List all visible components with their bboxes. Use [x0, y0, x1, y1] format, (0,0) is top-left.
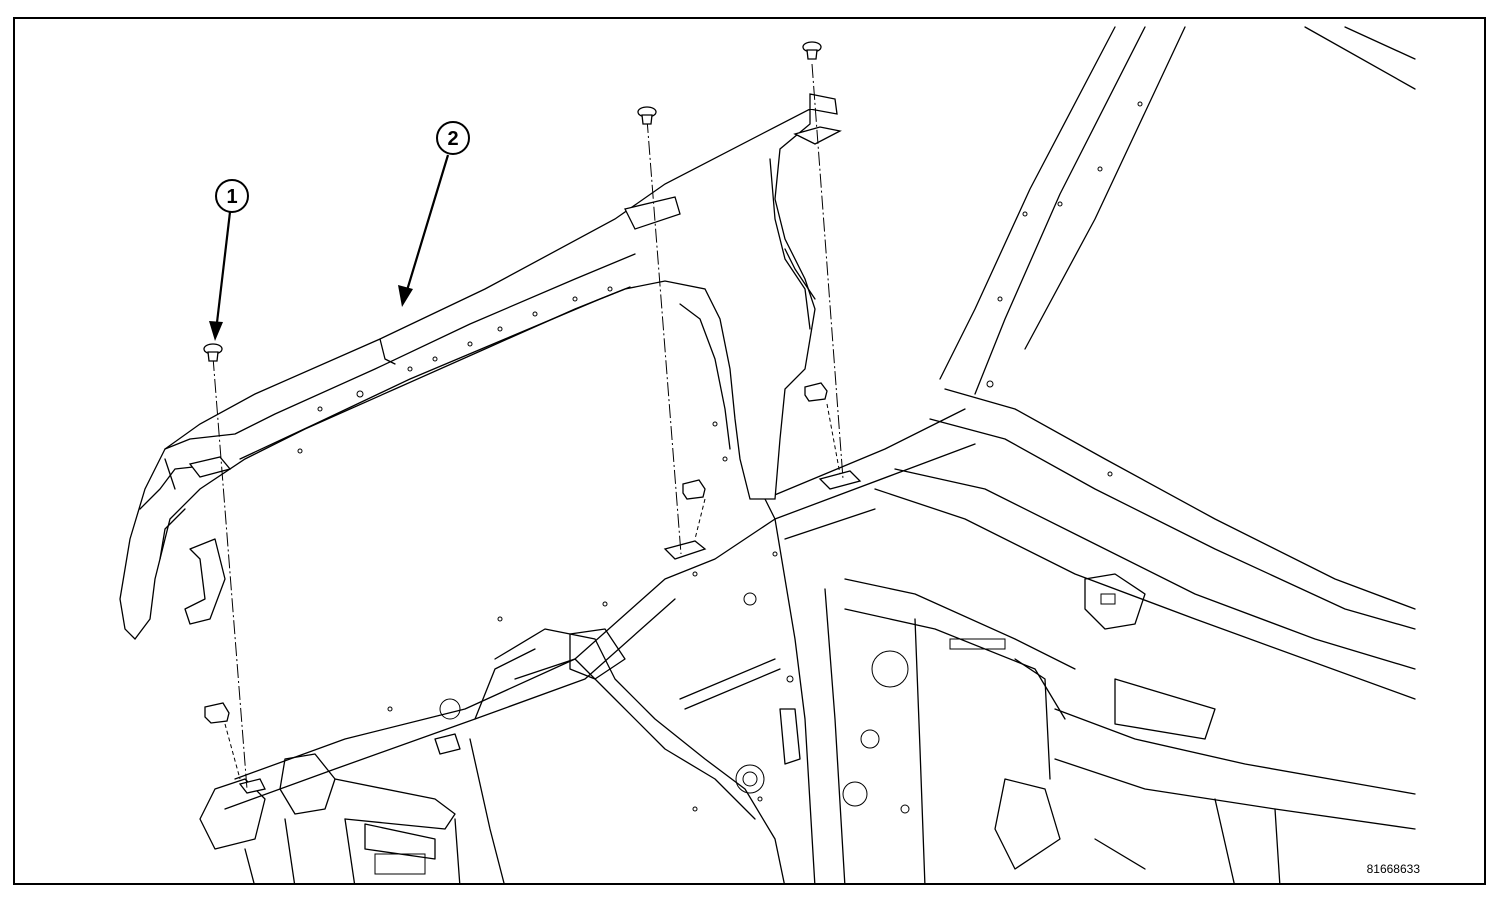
- clip-nut-1: [204, 702, 230, 724]
- fasteners: [203, 41, 822, 362]
- mounting-points: [238, 470, 862, 794]
- diagram-frame: 1 2 81668633: [13, 17, 1486, 885]
- fender-support: [119, 93, 842, 640]
- front-end-structure: [199, 753, 461, 883]
- fastener-centerlines: [212, 63, 844, 790]
- callout-2-arrowhead: [398, 285, 413, 307]
- shock-tower: [224, 518, 785, 883]
- callout-1-arrowhead: [209, 321, 223, 341]
- callout-2-label: 2: [447, 128, 458, 150]
- callout-2: 2: [436, 121, 470, 155]
- fastener-bolt-3: [802, 41, 822, 60]
- callout-1: 1: [215, 179, 249, 213]
- fastener-bolt-1: [203, 343, 223, 362]
- exploded-view-illustration: 1 2 81668633: [119, 26, 1421, 883]
- cowl-structure: [874, 26, 1416, 883]
- fastener-bolt-2: [637, 106, 657, 125]
- clip-nuts: [204, 382, 828, 724]
- figure-reference-number: 81668633: [1367, 862, 1421, 876]
- callout-1-label: 1: [226, 186, 237, 208]
- clip-nut-2: [682, 479, 706, 500]
- callout-leaders: [209, 154, 450, 341]
- clip-nut-3: [804, 382, 828, 402]
- dash-panel: [679, 408, 1076, 883]
